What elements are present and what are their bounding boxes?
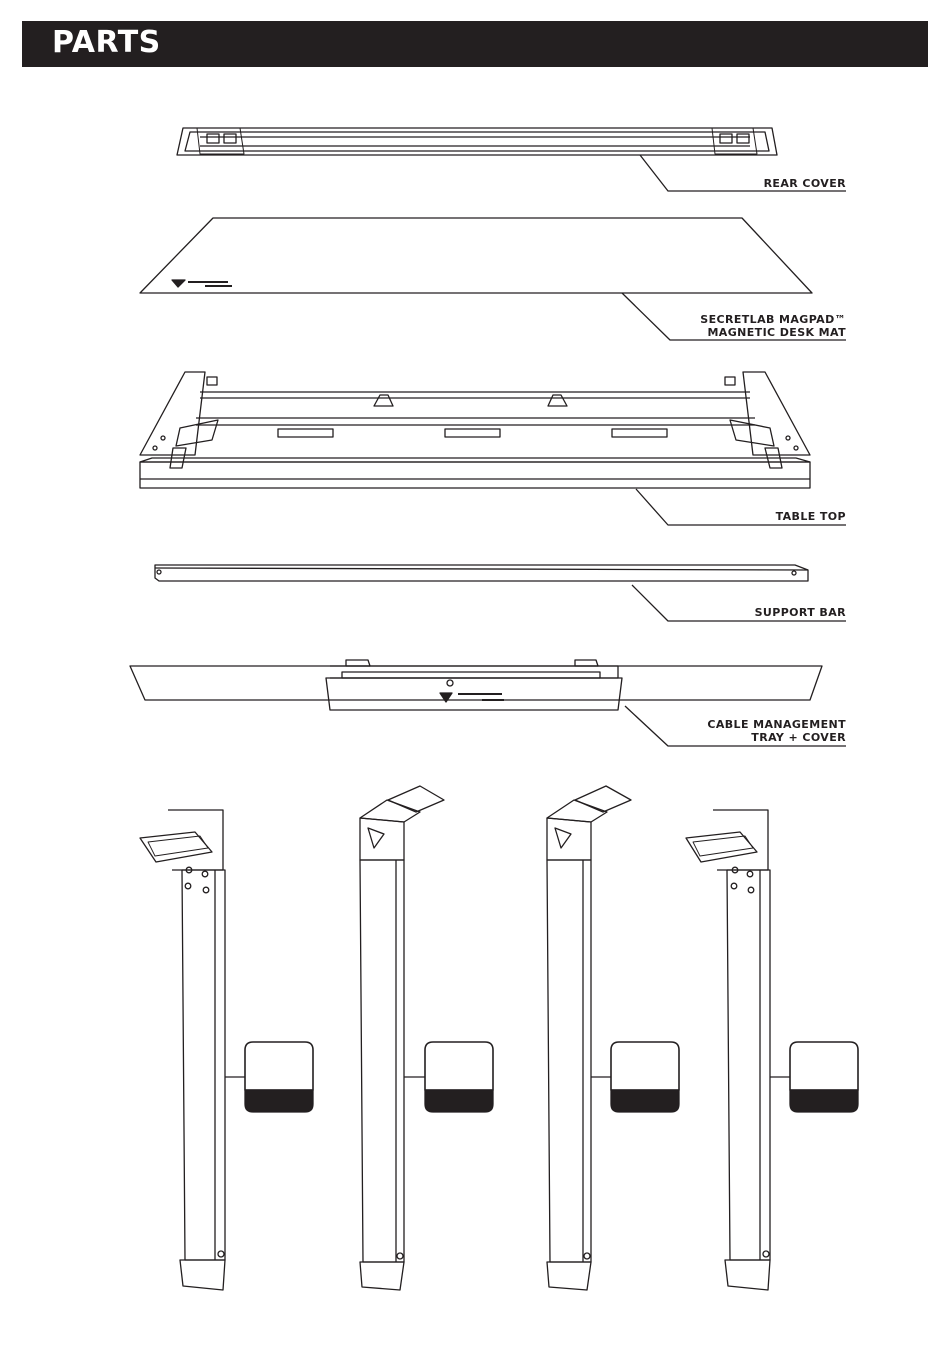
support-bar-label: SUPPORT BAR [755,606,846,619]
cable-tray-illustration [130,660,822,710]
leg-4-tag [790,1042,858,1112]
leg-2-tag [425,1042,493,1112]
cable-tray-label: CABLE MANAGEMENT TRAY + COVER [707,718,846,744]
desk-mat-label: SECRETLAB MAGPAD™ MAGNETIC DESK MAT [700,313,846,339]
leg-3-tag [611,1042,679,1112]
desk-mat-illustration [140,218,812,293]
leg-rear-right-illustration [686,810,770,1290]
leg-front-right-illustration [360,786,444,1290]
table-top-illustration [140,372,810,488]
support-bar-illustration [155,565,808,581]
leg-1-tag [245,1042,313,1112]
rear-cover-label: REAR COVER [764,177,846,190]
leg-front-left-illustration [140,810,225,1290]
leg-rear-left-illustration [547,786,631,1290]
table-top-label: TABLE TOP [776,510,846,523]
rear-cover-illustration [177,128,777,155]
